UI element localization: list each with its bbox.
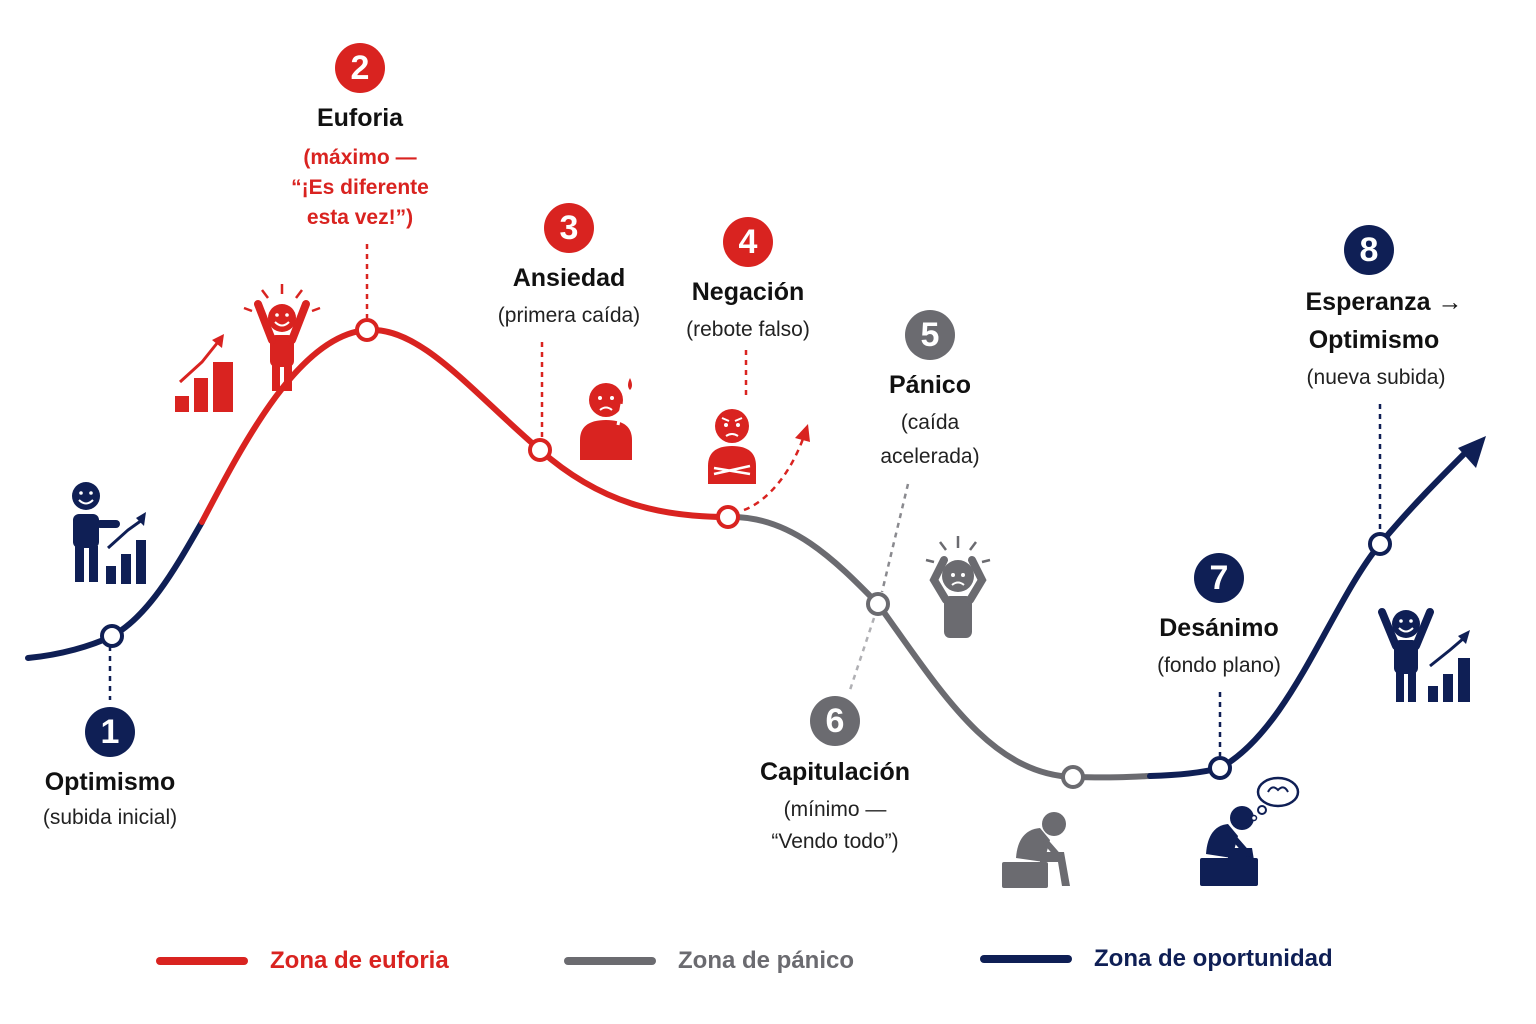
stage-8-number: 8 [1344,225,1394,275]
legend-opportunity-swatch [980,955,1072,963]
stage-1-number: 1 [85,707,135,757]
curve-opportunity-end [1147,447,1471,779]
bar-chart-up-icon-2 [1428,630,1470,702]
legend-opportunity-label: Zona de oportunidad [1094,945,1333,972]
marker-6 [1061,765,1085,789]
stage-6-desc-1: (mínimo — [783,798,887,821]
marker-8 [1368,532,1392,556]
marker-2 [355,318,379,342]
stressed-person-icon [925,536,991,638]
stage-3-desc: (primera caída) [497,304,641,327]
stage-8-title: Esperanza → [1305,288,1463,316]
marker-1 [100,624,124,648]
stage-1-desc: (subida inicial) [42,806,178,829]
marker-7 [1208,756,1232,780]
stage-2-title: Euforia [316,104,404,132]
marker-5 [866,592,890,616]
stage-4-desc: (rebote falso) [686,318,810,341]
stage-7-title: Desánimo [1159,614,1279,642]
cheering-person-icon [243,284,321,391]
smiling-person-icon [72,482,120,582]
stage-1-title: Optimismo [44,768,176,796]
stage-3-title: Ansiedad [512,264,626,292]
stage-7-desc: (fondo plano) [1157,654,1281,677]
thinking-person-icon [1200,776,1300,886]
stage-5-title: Pánico [889,371,971,399]
curve-euphoria-zone [199,326,731,525]
legend-euphoria-label: Zona de euforia [270,947,449,974]
arrow-head-icon [1458,436,1486,468]
rising-chart-icon [175,334,233,412]
stage-8-title-2: Optimismo [1308,326,1440,354]
leader-6 [848,617,876,691]
sitting-sad-person-icon [1002,812,1070,888]
legend-euphoria-swatch [156,957,248,965]
annoyed-person-icon [708,409,756,484]
bar-chart-up-icon [106,512,146,584]
false-bounce-arrow [743,435,806,512]
legend-euphoria: Zona de euforia [156,946,449,976]
stage-6-title: Capitulación [759,758,910,786]
stage-4-title: Negación [691,278,805,306]
legend-panic-label: Zona de pánico [678,947,855,974]
legend-panic-swatch [564,957,656,965]
stage-8-desc: (nueva subida) [1306,366,1446,389]
stage-5-number: 5 [905,310,955,360]
curve-panic-zone [725,513,1153,781]
stage-2-desc-3: esta vez!”) [306,206,414,229]
stage-6-desc-2: “Vendo todo”) [771,830,899,853]
stage-5-desc-2: acelerada) [880,445,980,468]
stage-2-desc-1: (máximo — [303,146,417,169]
legend-panic: Zona de pánico [564,946,854,976]
stage-2-desc-2: “¡Es diferente [291,176,429,199]
stage-6-number: 6 [810,696,860,746]
stage-4-number: 4 [723,217,773,267]
stage-2-number: 2 [335,43,385,93]
stage-3-number: 3 [544,203,594,253]
stage-7-number: 7 [1194,553,1244,603]
false-bounce-arrow-head [795,424,810,442]
anxious-person-icon [580,378,632,460]
stage-5-desc-1: (caída [900,411,960,434]
leader-5 [880,483,910,593]
happy-person-icon [1378,608,1434,702]
marker-4 [716,505,740,529]
marker-3 [528,438,552,462]
legend-opportunity: Zona de oportunidad [980,944,1333,974]
